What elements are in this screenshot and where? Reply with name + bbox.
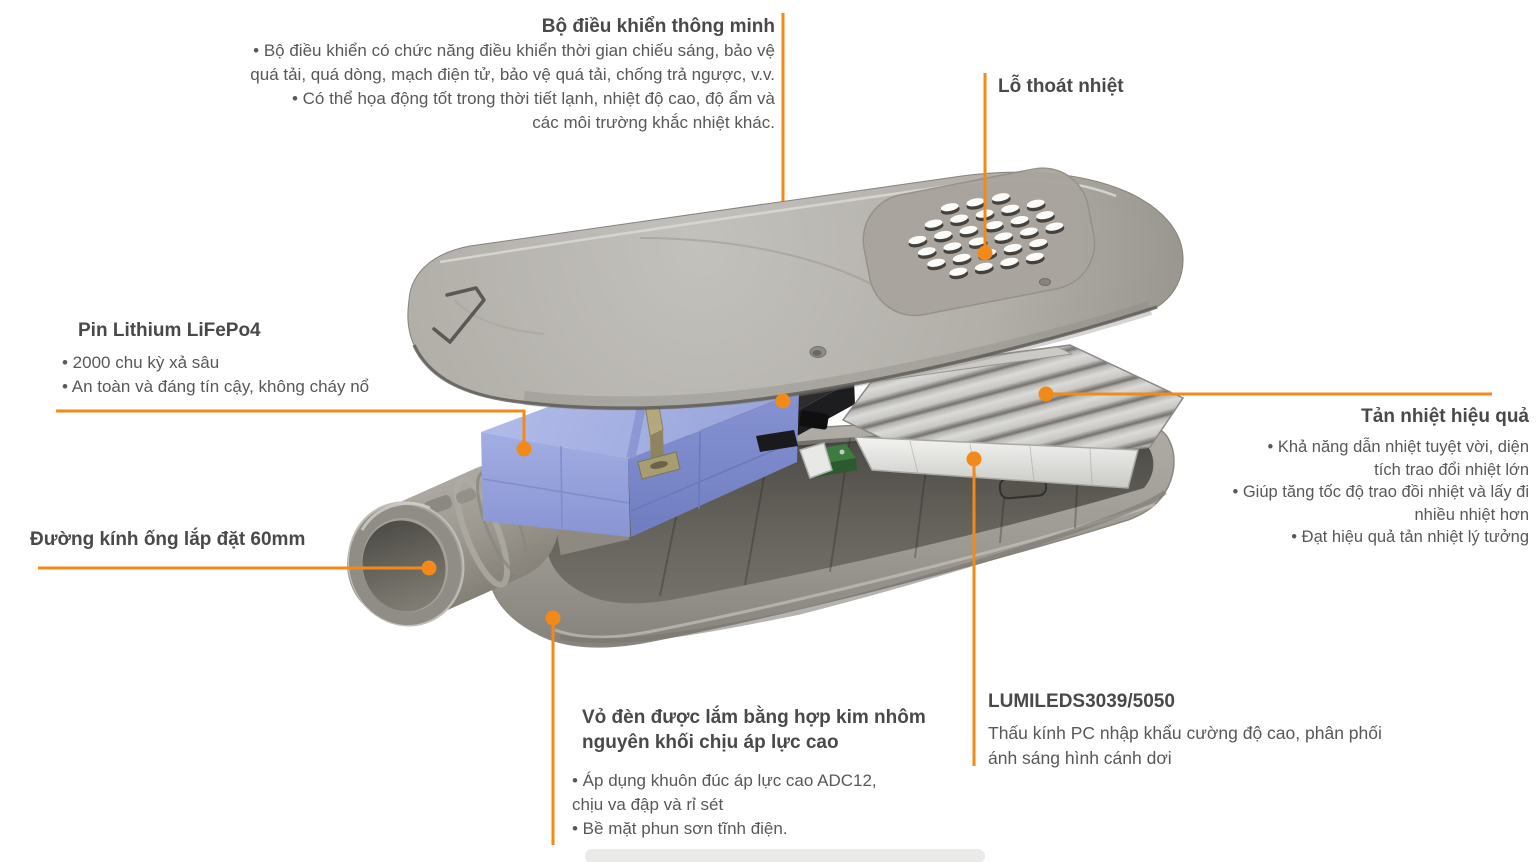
led-chip-line: ánh sáng hình cánh dơi (988, 748, 1172, 768)
housing-title-line2: nguyên khối chịu áp lực cao (582, 732, 839, 753)
cover-contour (454, 299, 545, 335)
cover-dimple (809, 346, 827, 358)
callout-smart-controller: Bộ điều khiển thông minh • Bộ điều khiển… (250, 14, 775, 135)
housing-title-line1: Vỏ đèn được lắm bằng hợp kim nhôm (582, 707, 926, 728)
heatsink-leader-dot (1038, 386, 1054, 402)
battery-line: • 2000 chu kỳ xả sâu (62, 353, 220, 372)
strap-slot (650, 461, 668, 469)
housing-bottom-edge-shade (559, 490, 1167, 644)
top-cover (407, 167, 1184, 411)
tube-rib (453, 476, 511, 588)
smart-controller-line: • Bộ điều khiển có chức năng điều khiển … (253, 41, 775, 60)
heatsink-line: • Đạt hiệu quả tản nhiệt lý tưởng (1291, 528, 1529, 546)
leader-lines (38, 73, 1492, 845)
tube-bore (362, 520, 446, 612)
heatsink-line: • Khả năng dẫn nhiệt tuyệt vời, diện (1267, 438, 1529, 456)
battery-front-face (481, 432, 630, 537)
battery-right-face (628, 391, 799, 537)
heatsink (799, 342, 1185, 489)
housing-line: chịu va đập và rỉ sét (572, 795, 724, 814)
housing-front-rim-highlight (554, 503, 1156, 639)
housing-line: • Áp dụng khuôn đúc áp lực cao ADC12, (572, 771, 877, 790)
led-leader-dot (966, 451, 982, 467)
heatsink-title: Tản nhiệt hiệu quả (1361, 406, 1529, 427)
controller-connector (799, 410, 829, 430)
controller-leader-dot (775, 393, 791, 409)
led-chip-line: Thấu kính PC nhập khẩu cường độ cao, phâ… (988, 723, 1382, 743)
vent-panel (862, 167, 1096, 317)
cover-front-edge-shade (523, 301, 1153, 411)
battery-leader-line (56, 409, 526, 448)
heat-vent-title: Lỗ thoát nhiệt (998, 76, 1124, 97)
bottom-cropped-element (585, 849, 985, 862)
smart-controller-line: quá tải, quá dòng, mạch điện tử, bảo vệ … (250, 65, 775, 84)
callout-housing: Vỏ đèn được lắm bằng hợp kim nhôm nguyên… (572, 705, 926, 841)
battery-leader-dot (516, 441, 532, 457)
housing-line: • Bề mặt phun sơn tĩnh điện. (572, 819, 788, 838)
callout-heat-vent: Lỗ thoát nhiệt (998, 74, 1124, 99)
callout-pole-diameter: Đường kính ống lắp đặt 60mm (30, 527, 305, 552)
lens-clip (799, 442, 833, 479)
smart-controller-title: Bộ điều khiển thông minh (541, 16, 775, 37)
vent-holes (908, 193, 1065, 280)
tube-clamp-bump (455, 488, 477, 504)
cover-front-edge-dark (412, 305, 1158, 410)
callout-led-chip: LUMILEDS3039/5050 Thấu kính PC nhập khẩu… (988, 689, 1382, 771)
heatsink-line: nhiều nhiệt hơn (1414, 505, 1530, 524)
battery-title: Pin Lithium LiFePo4 (78, 320, 261, 341)
battery-line: • An toàn và đáng tín cậy, không cháy nổ (62, 377, 370, 396)
cover-dimple (1039, 278, 1051, 286)
housing-leader-dot (545, 610, 561, 626)
smart-controller-line: các môi trường khắc nhiệt khác. (532, 113, 775, 132)
pole-diameter-title: Đường kính ống lắp đặt 60mm (30, 529, 306, 550)
led-lens-plate (853, 436, 1139, 489)
vent-leader-dot (977, 245, 993, 261)
callout-heatsink: Tản nhiệt hiệu quả • Khả năng dẫn nhiệt … (1232, 404, 1529, 549)
smart-controller-line: • Có thể họa động tốt trong thời tiết lạ… (291, 89, 775, 108)
tube-rim-face (349, 504, 461, 626)
pole-leader-dot (421, 560, 437, 576)
cover-hook (432, 286, 486, 344)
heatsink-line: • Giúp tăng tốc độ trao đồi nhiệt và lấy… (1232, 483, 1529, 501)
tube-rim-highlight (360, 501, 431, 531)
callout-battery: Pin Lithium LiFePo4 • 2000 chu kỳ xả sâu… (62, 318, 369, 399)
heatsink-line: tích trao đổi nhiệt lớn (1374, 460, 1529, 479)
led-chip-title: LUMILEDS3039/5050 (988, 691, 1175, 712)
